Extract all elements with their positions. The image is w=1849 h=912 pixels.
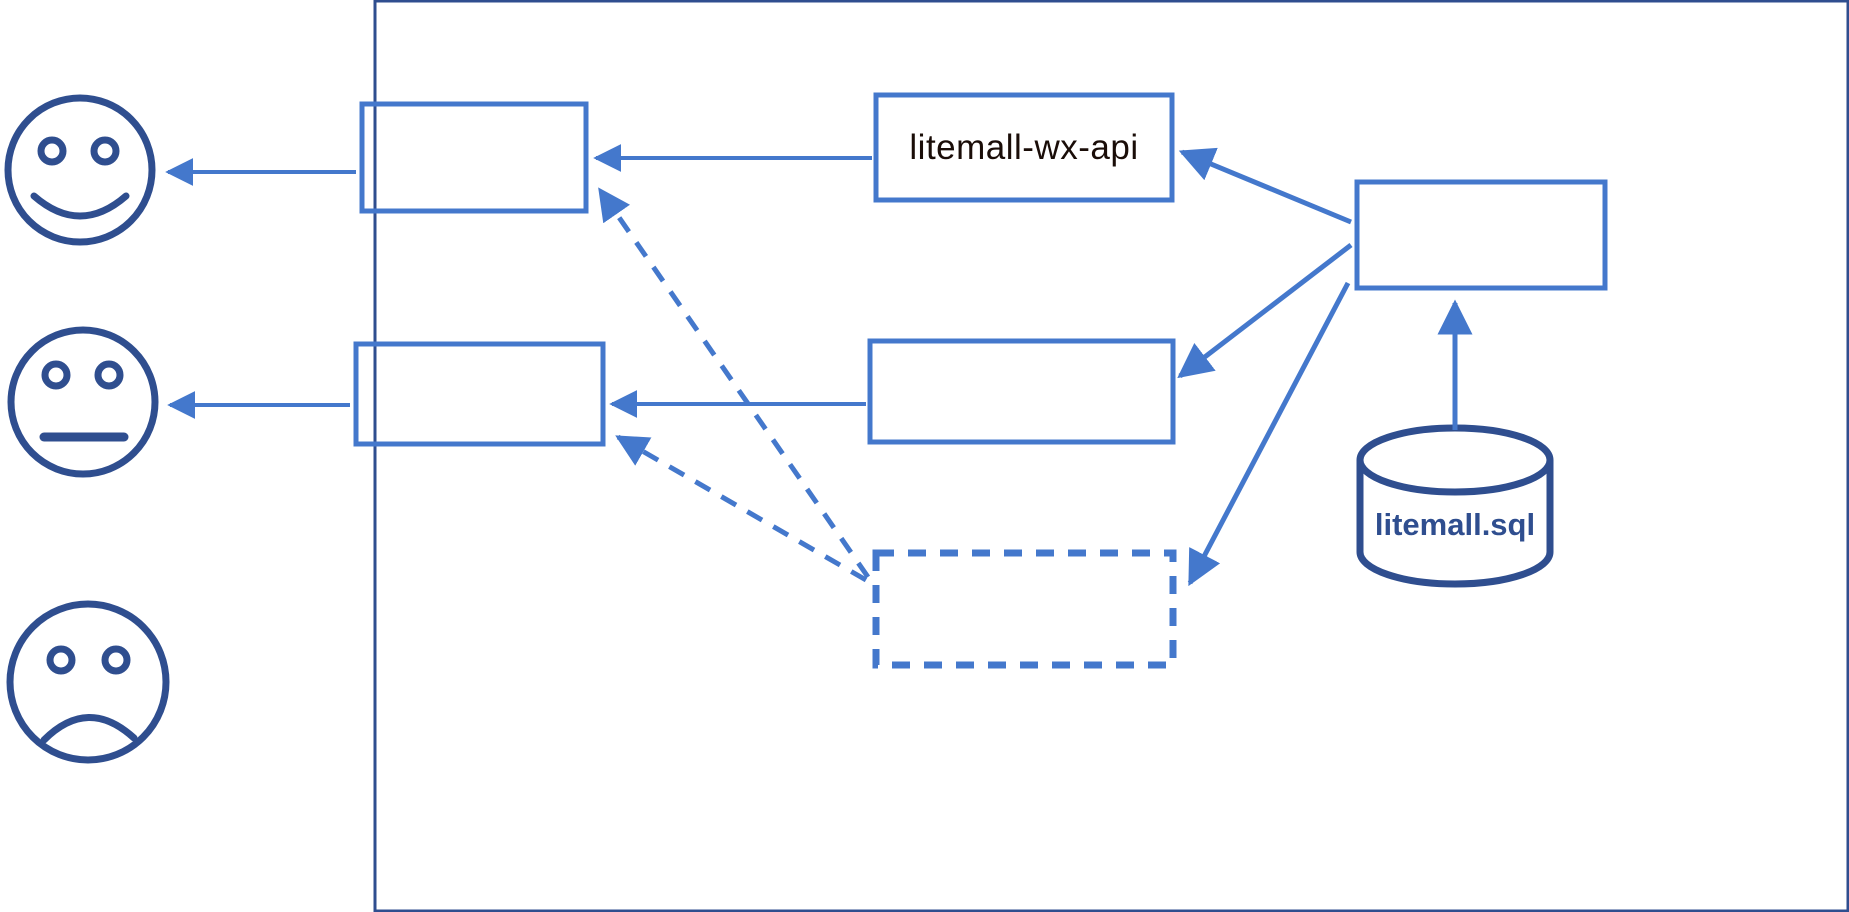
box-wx-api[interactable] bbox=[873, 92, 1175, 203]
box-top-left[interactable] bbox=[359, 101, 589, 214]
arrow-right-to-dashedbox bbox=[1187, 281, 1351, 587]
happy-face-icon bbox=[4, 94, 156, 246]
box-dashed-bottom[interactable] bbox=[872, 549, 1177, 669]
arrow-right-to-wxapi bbox=[1178, 147, 1352, 225]
arrow-dashedbox-to-topleft bbox=[597, 187, 871, 579]
box-mid-left[interactable] bbox=[353, 341, 606, 447]
system-boundary bbox=[373, 0, 1849, 912]
arrow-right-to-midcenter bbox=[1177, 243, 1353, 379]
sad-face-icon bbox=[6, 600, 170, 764]
db-litemall-sql[interactable] bbox=[1356, 424, 1554, 588]
neutral-face-icon bbox=[7, 326, 159, 478]
box-right[interactable] bbox=[1354, 179, 1608, 291]
box-mid-center[interactable] bbox=[867, 338, 1176, 445]
arrow-dashedbox-to-midleft bbox=[615, 434, 868, 583]
